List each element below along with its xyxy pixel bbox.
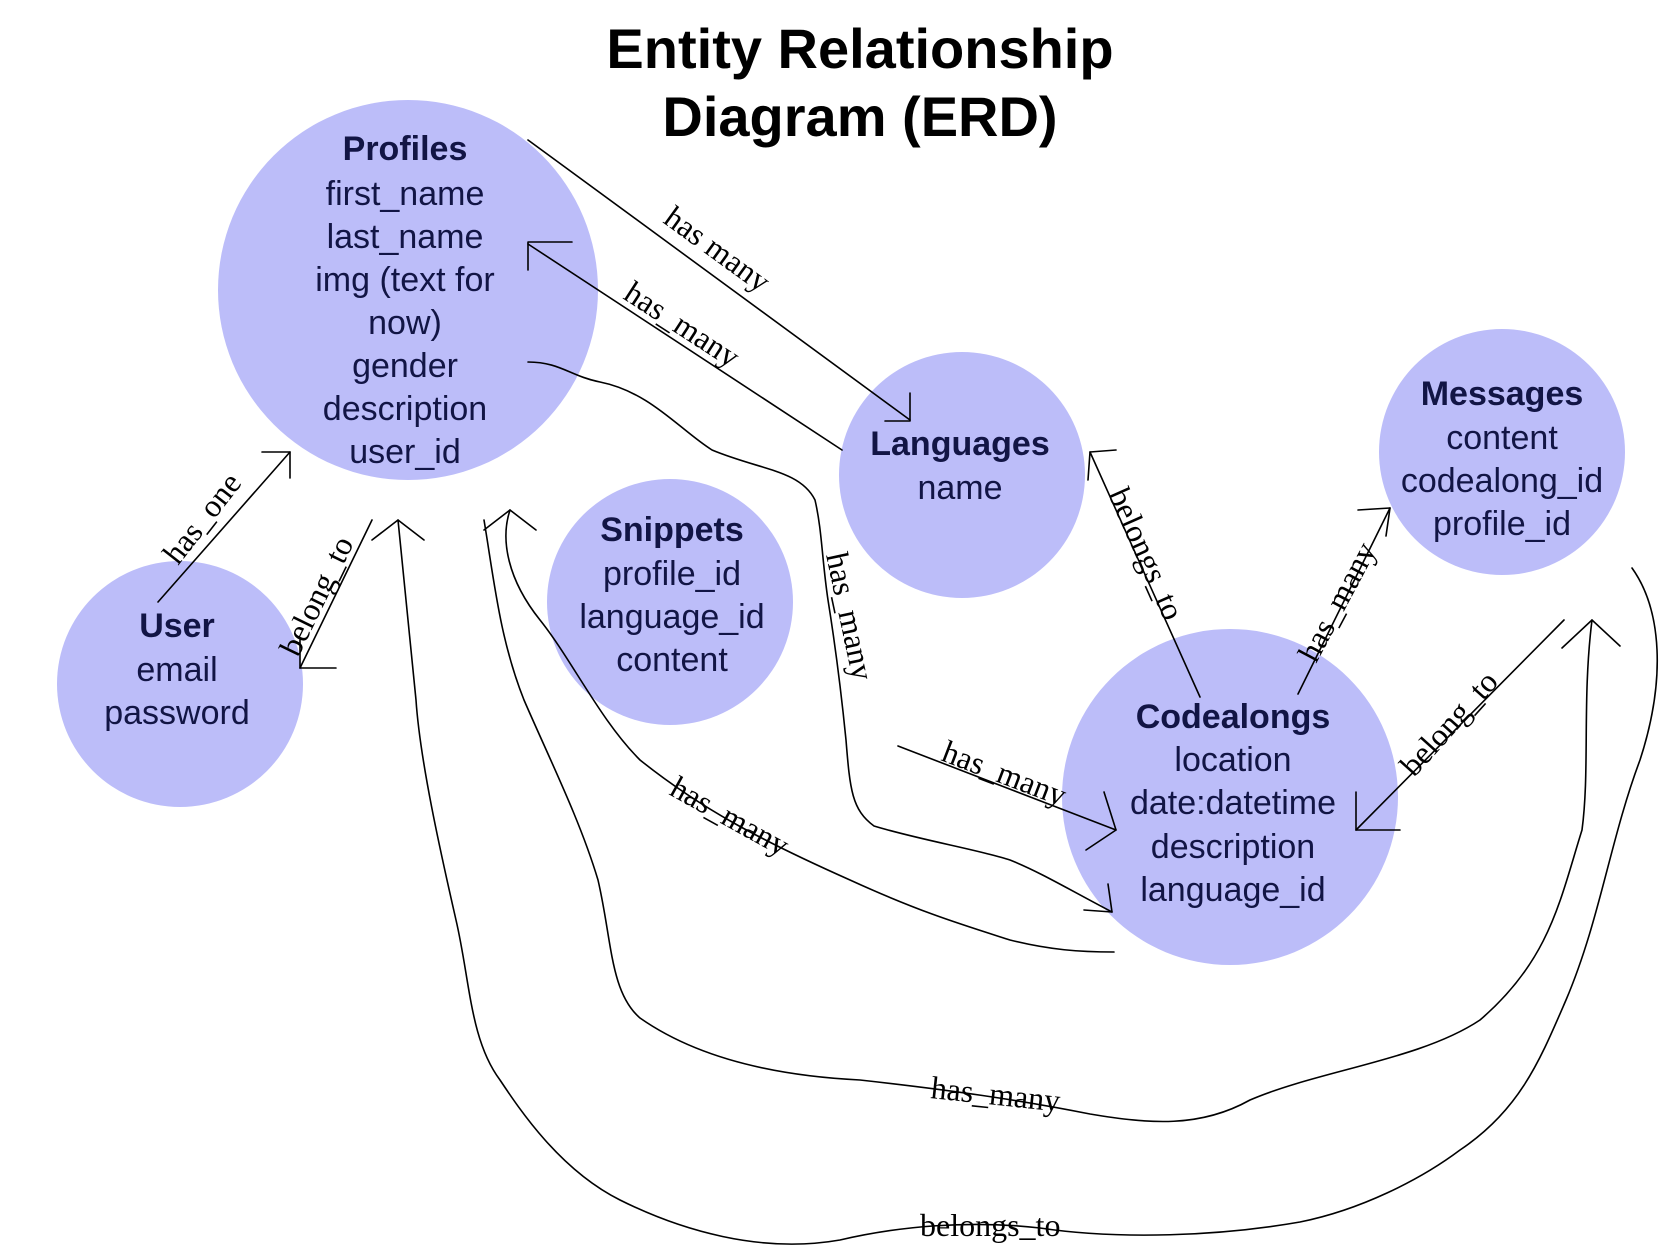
rel-label: belongs_to — [1102, 482, 1192, 625]
entity-profiles-field: now) — [368, 304, 442, 342]
entity-user: User email password — [57, 561, 303, 807]
rel-line — [1355, 619, 1565, 831]
entity-snippets-field: profile_id — [603, 555, 741, 593]
entity-snippets-name: Snippets — [600, 511, 744, 549]
arrowhead-icon — [1561, 619, 1621, 649]
entity-codealongs-field: language_id — [1140, 871, 1325, 909]
rel-line — [157, 451, 291, 603]
arrowhead-icon — [1357, 507, 1391, 537]
rel-line — [527, 361, 1113, 913]
diagram-title-line2: Diagram (ERD) — [662, 85, 1057, 148]
entity-profiles-name: Profiles — [343, 130, 468, 168]
rel-label: has_many — [929, 1069, 1062, 1118]
entity-codealongs-name: Codealongs — [1136, 698, 1331, 736]
entity-profiles: Profiles first_name last_name img (text … — [218, 100, 598, 480]
rel-messages-profiles-loop: belongs_to — [371, 519, 1659, 1245]
entity-user-name: User — [139, 607, 215, 645]
entity-profiles-field: description — [323, 390, 487, 428]
entity-messages-name: Messages — [1421, 375, 1584, 413]
rel-line — [897, 745, 1117, 831]
entity-languages: Languages name — [839, 352, 1085, 598]
entity-messages-field: codealong_id — [1401, 462, 1603, 500]
entity-snippets-field: language_id — [579, 598, 764, 636]
entity-messages-field: content — [1446, 419, 1558, 457]
arrowhead-icon — [371, 519, 425, 541]
arrowhead-icon — [483, 509, 537, 531]
rel-label: has_many — [819, 549, 881, 683]
entity-user-field: email — [136, 651, 217, 689]
rel-line — [527, 243, 843, 451]
entity-snippets: Snippets profile_id language_id content — [547, 479, 793, 725]
entity-messages: Messages content codealong_id profile_id — [1379, 329, 1625, 575]
entity-messages-field: profile_id — [1433, 505, 1571, 543]
entity-codealongs-field: description — [1151, 828, 1315, 866]
rel-label: has_many — [937, 733, 1071, 813]
rel-label: belong_to — [1392, 663, 1504, 782]
arrowhead-icon — [299, 639, 337, 669]
arrowhead-icon — [527, 241, 573, 271]
entity-profiles-field: user_id — [349, 433, 461, 471]
rel-messages-codealongs: belong_to — [1355, 619, 1565, 831]
rel-label: has_one — [155, 466, 248, 571]
arrowhead-icon — [884, 392, 911, 422]
entity-profiles-field: img (text for — [315, 261, 494, 299]
arrowhead-icon — [261, 451, 291, 479]
rel-line — [505, 509, 1115, 953]
rel-line — [483, 519, 1593, 1123]
entity-languages-field: name — [917, 469, 1002, 507]
rel-line — [299, 519, 373, 669]
entity-codealongs: Codealongs location date:datetime descri… — [1062, 629, 1398, 965]
entity-snippets-field: content — [616, 641, 728, 679]
rel-label: has_many — [618, 274, 746, 375]
entity-languages-name: Languages — [870, 425, 1049, 463]
entity-codealongs-circle — [1062, 629, 1398, 965]
rel-label: has_many — [1290, 536, 1383, 667]
entity-codealongs-field: date:datetime — [1130, 784, 1336, 822]
entity-messages-circle — [1379, 329, 1625, 575]
rel-label: has_many — [665, 769, 796, 863]
rel-profiles-user: belong_to — [272, 519, 373, 669]
rel-label: belongs_to — [920, 1207, 1060, 1243]
rel-label: belong_to — [272, 530, 360, 661]
entity-codealongs-field: location — [1174, 741, 1291, 779]
arrowhead-icon — [1083, 883, 1113, 913]
entity-profiles-field: gender — [352, 347, 458, 385]
entity-user-circle — [57, 561, 303, 807]
rel-line — [1297, 507, 1391, 695]
entity-profiles-field: last_name — [327, 218, 484, 256]
diagram-title-line1: Entity Relationship — [606, 17, 1113, 80]
entity-user-field: password — [104, 694, 250, 732]
rel-line — [1089, 451, 1201, 698]
entity-profiles-circle — [218, 100, 598, 480]
arrowhead-icon — [1087, 449, 1117, 481]
entity-snippets-circle — [547, 479, 793, 725]
rel-line — [397, 519, 1659, 1245]
entity-profiles-field: first_name — [326, 175, 485, 213]
arrowhead-icon — [1355, 791, 1401, 831]
arrowhead-icon — [1085, 791, 1117, 851]
rel-line — [527, 139, 911, 421]
